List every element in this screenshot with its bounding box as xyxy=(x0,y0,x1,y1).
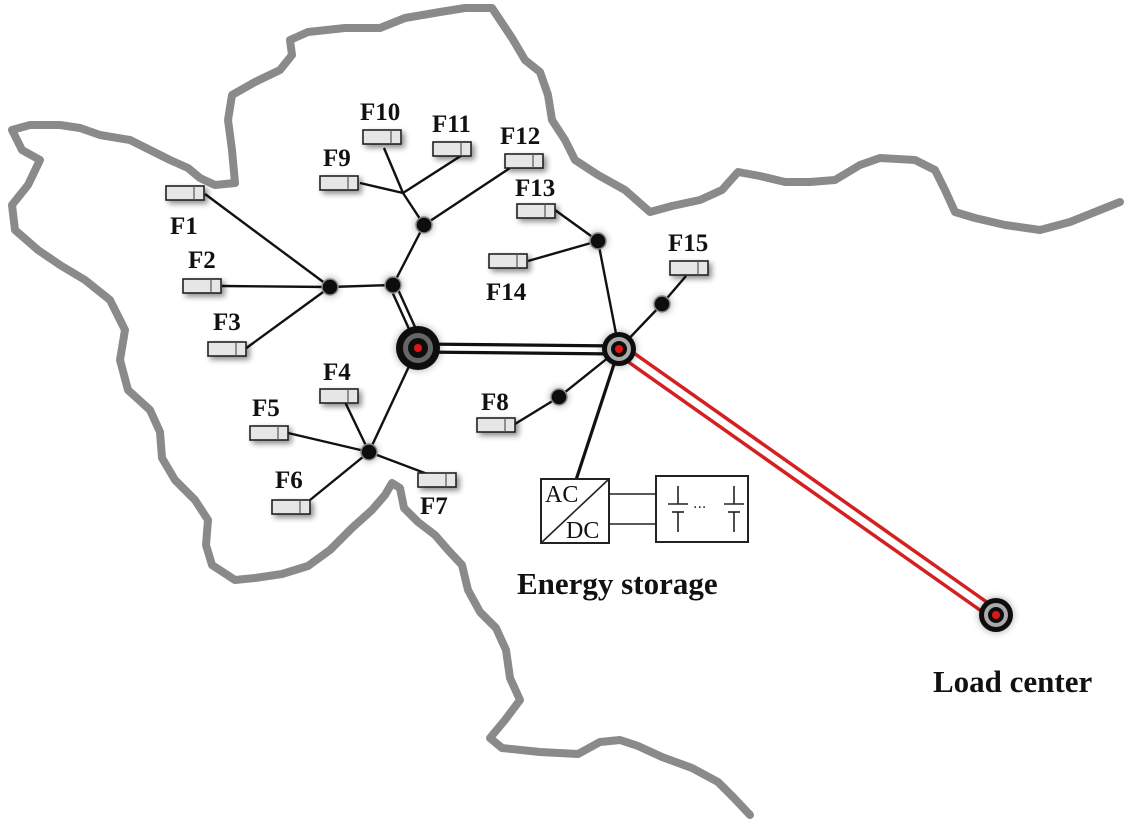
energy-storage-label: Energy storage xyxy=(517,566,718,601)
line-f14 xyxy=(527,239,599,263)
line-f11 xyxy=(402,148,471,195)
farm-box-f11 xyxy=(432,141,472,157)
farm-box-f2 xyxy=(182,278,222,294)
transmission-line xyxy=(615,342,1000,622)
converter-ac-label: AC xyxy=(545,482,578,508)
farm-label: F3 xyxy=(213,309,241,336)
junction-node xyxy=(384,276,402,294)
line-f4 xyxy=(343,401,371,453)
line-f6 xyxy=(309,451,370,501)
farm-label: F1 xyxy=(170,213,198,240)
farm-box-f8 xyxy=(476,417,516,433)
line-f9 xyxy=(359,181,404,195)
hub-node-sending xyxy=(602,332,636,366)
farm-label: F12 xyxy=(500,123,540,150)
farm-label: F2 xyxy=(188,247,216,274)
farm-label: F15 xyxy=(668,230,708,257)
farm-box-f13 xyxy=(516,203,556,219)
farm-label: F4 xyxy=(323,359,351,386)
energy-storage-unit: AC DC ··· Energy storage xyxy=(517,475,749,601)
farm-label: F8 xyxy=(481,389,509,416)
load-center-label: Load center xyxy=(933,664,1093,699)
line-f1 xyxy=(204,193,331,288)
farm-box-f14 xyxy=(488,253,528,269)
hub-node-main xyxy=(396,326,440,370)
line-n1-n2 xyxy=(329,283,394,289)
farm-label: F9 xyxy=(323,145,351,172)
collection-lines xyxy=(204,147,687,501)
farm-box-f6 xyxy=(271,499,311,515)
line-hub1-hub2-b xyxy=(417,350,620,356)
line-f10 xyxy=(382,147,405,194)
farm-box-f1 xyxy=(165,185,205,201)
ac-dc-converter: AC DC xyxy=(540,478,610,544)
farm-label: F11 xyxy=(432,111,471,138)
battery-bank-icon: ··· xyxy=(655,475,749,543)
line-n7-hub2 xyxy=(596,240,621,350)
farm-box-f7 xyxy=(417,472,457,488)
line-f2 xyxy=(221,284,331,289)
line-hub1-hub2-a xyxy=(417,342,620,348)
load-center-node xyxy=(979,598,1013,632)
farm-box-f10 xyxy=(362,129,402,145)
line-hub2-storage xyxy=(574,348,621,481)
junction-nodes xyxy=(321,216,671,461)
junction-node xyxy=(415,216,433,234)
farm-label: F5 xyxy=(252,395,280,422)
farm-box-f5 xyxy=(249,425,289,441)
line-f5 xyxy=(287,431,370,454)
battery-ellipsis: ··· xyxy=(693,500,706,516)
transmission-line-a xyxy=(619,342,1000,612)
wind-farms xyxy=(165,129,709,515)
region-boundary xyxy=(224,4,1124,234)
farm-labels: F1 F2 F3 F4 F5 F6 F7 F8 F9 F10 F11 F12 F… xyxy=(170,99,708,520)
farm-box-f9 xyxy=(319,175,359,191)
farm-label: F10 xyxy=(360,99,400,126)
region-boundary-west xyxy=(8,121,754,819)
junction-node xyxy=(321,278,339,296)
farm-box-f4 xyxy=(319,388,359,404)
junction-node xyxy=(653,295,671,313)
farm-box-f15 xyxy=(669,260,709,276)
line-f3 xyxy=(244,286,331,350)
junction-node xyxy=(550,388,568,406)
transmission-line-b xyxy=(615,352,996,622)
line-f13 xyxy=(554,209,599,242)
junction-node xyxy=(589,232,607,250)
line-n2-n3 xyxy=(391,224,426,286)
farm-label: F13 xyxy=(515,175,555,202)
line-f12 xyxy=(423,166,511,227)
farm-box-f12 xyxy=(504,153,544,169)
farm-box-f3 xyxy=(207,341,247,357)
junction-node xyxy=(360,443,378,461)
converter-dc-label: DC xyxy=(566,518,599,544)
farm-label: F14 xyxy=(486,279,527,306)
farm-label: F6 xyxy=(275,467,303,494)
farm-label: F7 xyxy=(420,493,448,520)
